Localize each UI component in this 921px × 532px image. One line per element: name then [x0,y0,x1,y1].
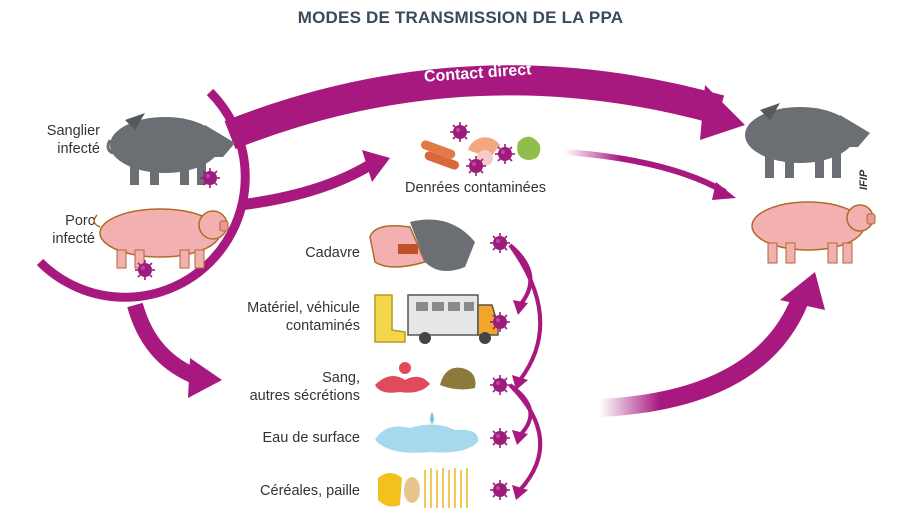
carcass-illustration [369,219,475,271]
direct-contact-arrow [224,65,725,149]
diagram-title: MODES DE TRANSMISSION DE LA PPA [297,8,624,27]
label-cereals: Céréales, paille [260,483,360,499]
label-pig: Porc infecté [52,213,95,247]
infected-pig-illustration [93,208,229,269]
healthy-pig-illustration [751,201,876,264]
virus-icon [489,427,511,449]
virus-icon [494,143,516,165]
indirect-to-animals-arrow [599,296,809,417]
healthy-boar-illustration [745,103,870,178]
label-surface-water: Eau de surface [262,430,360,446]
direct-contact-arrowhead [700,85,745,140]
label-contaminated-food: Denrées contaminées [405,180,547,196]
label-equipment: Matériel, véhicule contaminés [247,300,360,334]
food-arrowhead [362,150,390,182]
infected-boar-illustration [106,113,235,185]
virus-icon [489,374,511,396]
label-carcass: Cadavre [305,245,360,261]
credit-label: IFIP [858,169,870,190]
cereals-straw-illustration [378,468,468,508]
vehicle-illustration [374,294,499,344]
food-arrow [239,160,373,211]
surface-water-illustration [375,412,479,453]
label-blood: Sang, autres sécrétions [249,370,360,404]
blood-secretions-illustration [375,362,476,393]
virus-icon [489,311,511,333]
virus-icon [449,121,471,143]
virus-icon [489,479,511,501]
label-wild-boar: Sanglier infecté [46,123,100,157]
virus-icon [199,167,221,189]
food-to-animals-arrow [564,149,727,195]
virus-icon [489,232,511,254]
virus-icon [134,259,156,281]
indirect-arrowhead [188,358,222,398]
virus-icon [465,155,487,177]
